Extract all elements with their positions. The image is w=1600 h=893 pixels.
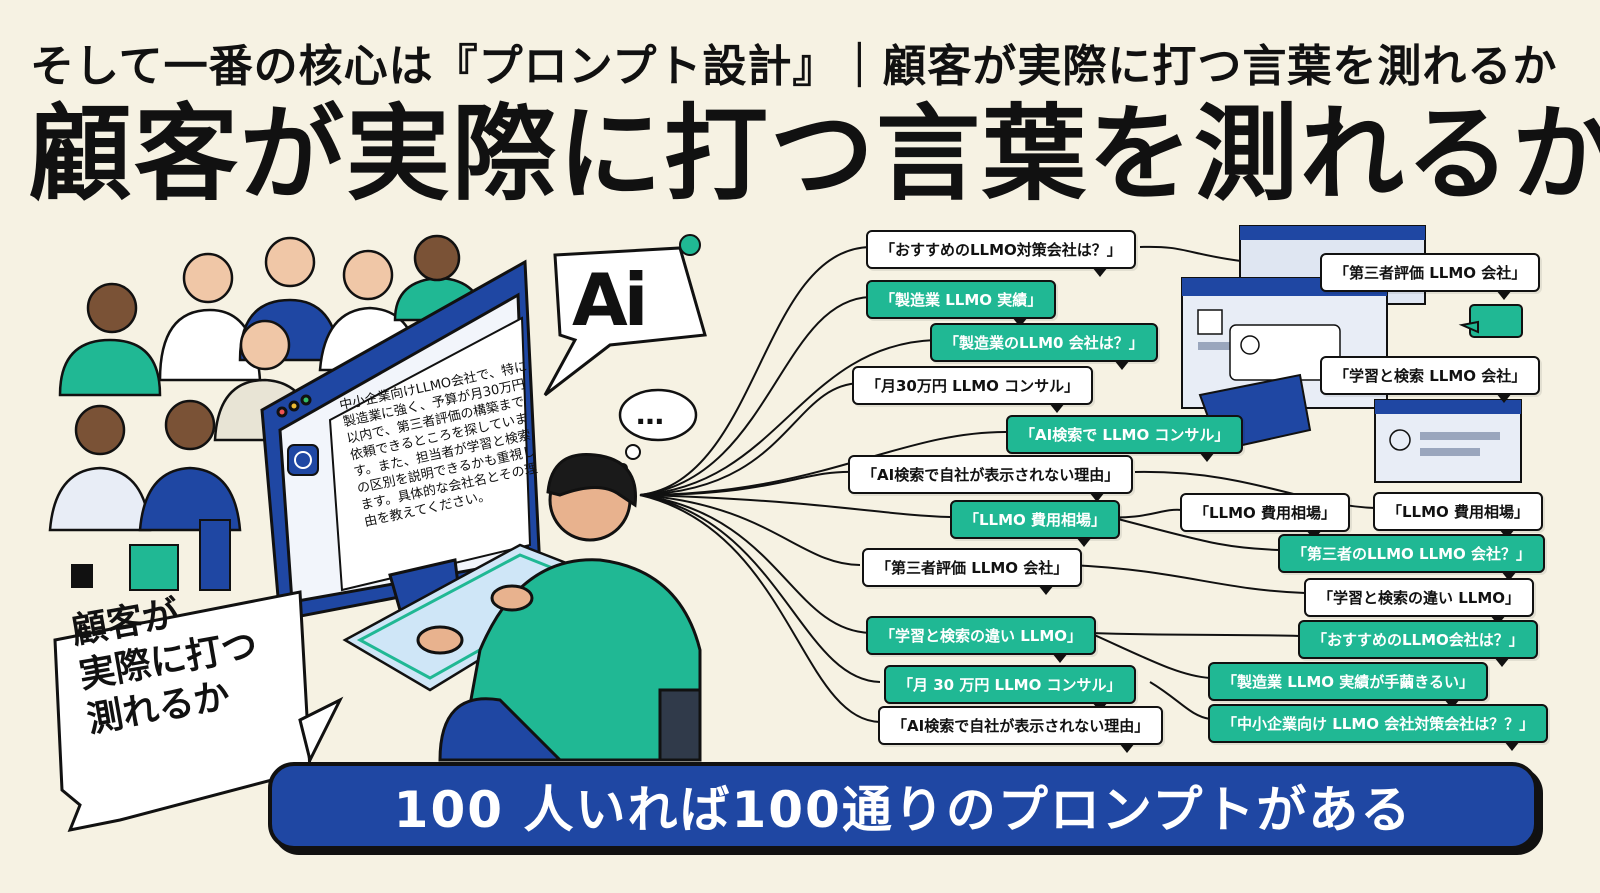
ai-speech-shape — [543, 234, 707, 397]
monitor — [260, 259, 542, 622]
connection-lines — [639, 245, 1376, 723]
query-bubble: 「学習と検索 LLMO 会社」 — [1320, 356, 1541, 403]
query-bubble: 「AI検索で自社が表示されない理由」 — [848, 455, 1134, 502]
person-typing — [416, 452, 702, 762]
query-bubble: 「第三者評価 LLMO 会社」 — [1320, 253, 1541, 300]
query-bubble: 「AI検索で LLMO コンサル」 — [1006, 415, 1244, 462]
bar-shapes — [71, 519, 231, 591]
query-bubble: 「学習と検索の違い LLMO」 — [1304, 578, 1535, 625]
query-bubble: 「第三者評価 LLMO 会社」 — [862, 548, 1083, 595]
query-bubble: 「月 30 万円 LLMO コンサル」 — [884, 665, 1136, 712]
thought-dots: … — [636, 398, 664, 431]
page-headline: 顧客が実際に打つ言葉を測れるか — [28, 93, 1600, 215]
query-bubble: 「学習と検索の違い LLMO」 — [866, 616, 1097, 663]
query-bubble: 「LLMO 費用相場」 — [1180, 493, 1351, 540]
bottom-banner: 100 人いれば100通りのプロンプトがある — [268, 762, 1538, 850]
query-bubble: 「LLMO 費用相場」 — [950, 500, 1121, 547]
left-speech-shape — [53, 590, 344, 833]
browser-window-3 — [1374, 399, 1522, 483]
query-bubble: 「AI検索で自社が表示されない理由」 — [878, 706, 1164, 753]
query-bubble: 「LLMO 費用相場」 — [1373, 492, 1544, 539]
query-bubble: 「製造業 LLMO 実績が手繭きるい」 — [1208, 662, 1488, 709]
query-bubble: 「おすすめのLLMO会社は？」 — [1298, 620, 1538, 667]
query-bubble: 「おすすめのLLMO対策会社は？」 — [866, 230, 1136, 277]
page-subtitle: そして一番の核心は『プロンプト設計』｜顧客が実際に打つ言葉を測れるか — [30, 41, 1558, 92]
query-bubble: 「中小企業向け LLMO 会社対策会社は？？」 — [1208, 704, 1549, 751]
query-bubble: 「製造業のLLM0 会社は？」 — [930, 323, 1158, 370]
query-bubble: 「月30万円 LLMO コンサル」 — [852, 366, 1094, 413]
query-bubble: 「第三者のLLMO LLMO 会社？」 — [1278, 534, 1546, 581]
chat-bubble-icon — [1458, 304, 1523, 338]
query-bubble: 「製造業 LLMO 実績」 — [866, 280, 1057, 327]
ai-logo: Ai — [572, 258, 648, 342]
